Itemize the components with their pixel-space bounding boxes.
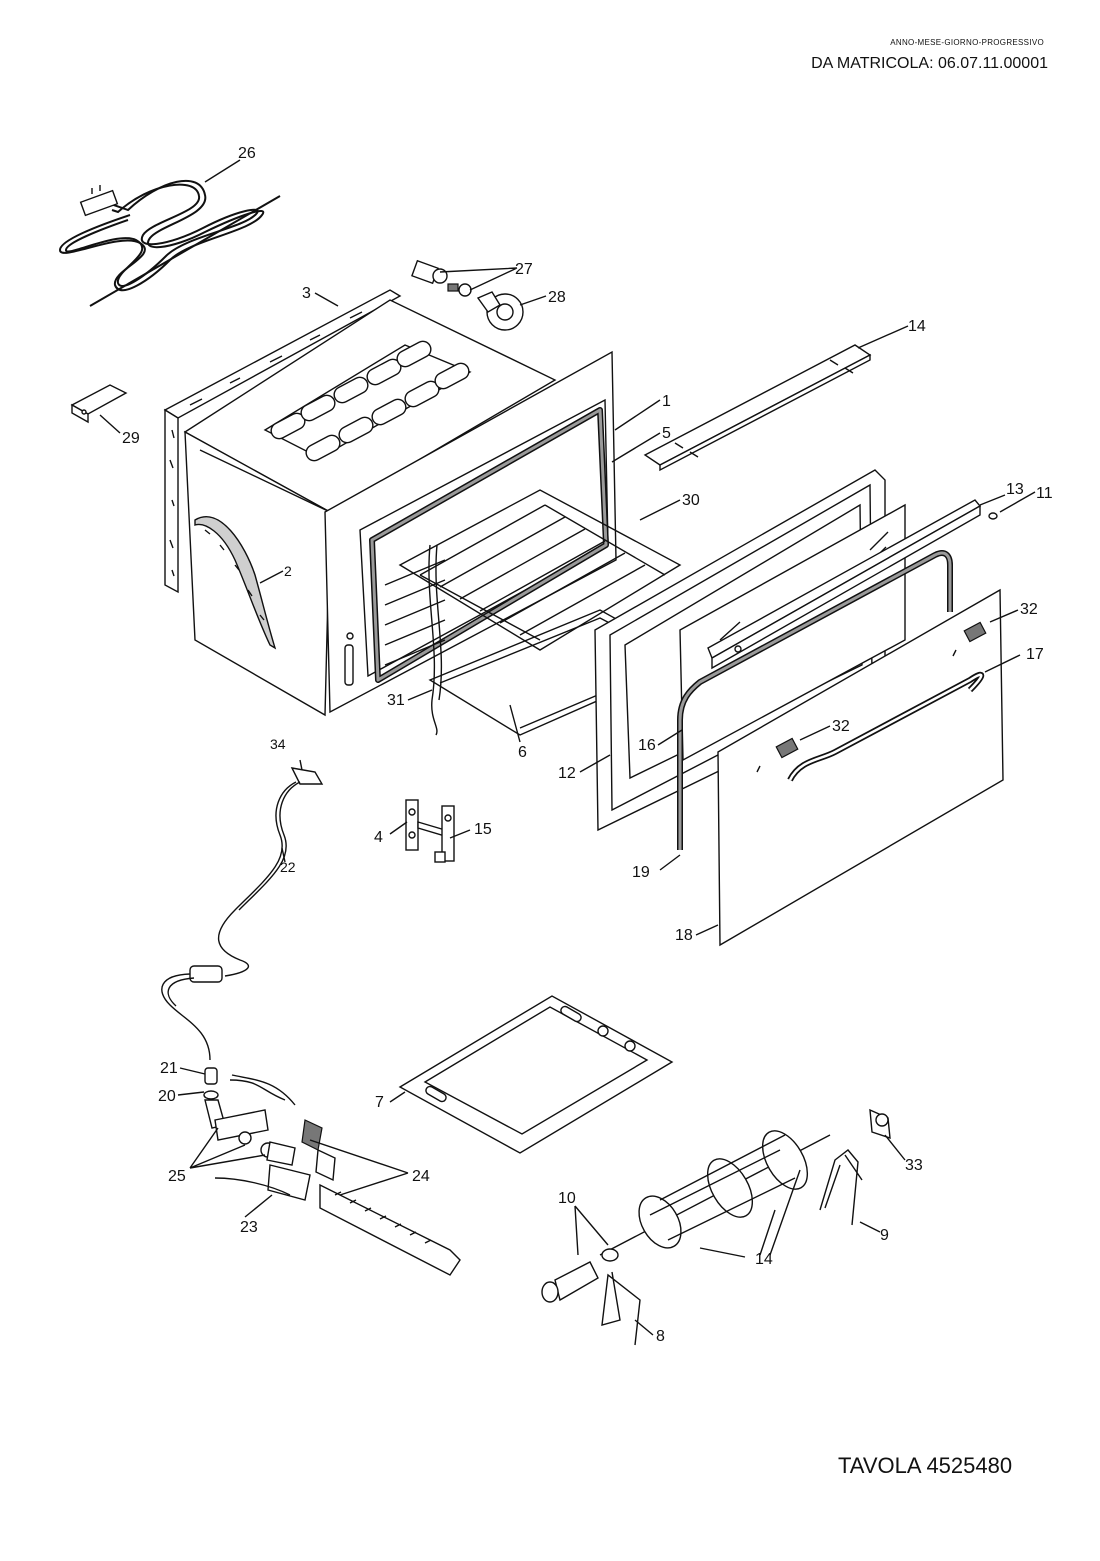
oven-lamp — [411, 259, 472, 297]
top-strip — [643, 344, 872, 472]
table-reference: TAVOLA 4525480 — [838, 1453, 1013, 1478]
callout-32-bottom: 32 — [832, 718, 850, 735]
callout-34: 34 — [270, 736, 286, 752]
callout-28: 28 — [548, 289, 566, 306]
door-hinge — [405, 799, 455, 863]
callout-6: 6 — [518, 744, 527, 761]
burner-assembly — [203, 1067, 461, 1276]
callout-26: 26 — [238, 145, 256, 162]
side-rack — [384, 544, 446, 736]
callout-20: 20 — [158, 1088, 176, 1105]
thermocouple-pipe — [161, 767, 324, 1061]
serial-format-note: ANNO-MESE-GIORNO-PROGRESSIVO — [890, 38, 1044, 47]
callout-10: 10 — [558, 1190, 576, 1207]
rear-insulation-panel — [163, 289, 402, 594]
callout-16: 16 — [638, 737, 656, 754]
door-handle — [787, 671, 985, 782]
callout-33: 33 — [905, 1157, 923, 1174]
callout-7: 7 — [375, 1094, 384, 1111]
callout-4: 4 — [374, 829, 383, 846]
callout-17: 17 — [1026, 646, 1044, 663]
callout-1: 1 — [662, 393, 671, 410]
callout-15: 15 — [474, 821, 492, 838]
wire-shelf — [398, 489, 682, 651]
callout-14-spit: 14 — [755, 1251, 773, 1268]
callout-2: 2 — [284, 563, 292, 579]
callout-14-strip: 14 — [908, 318, 926, 335]
front-frame — [324, 350, 617, 714]
callout-9: 9 — [880, 1227, 889, 1244]
outer-door-panel — [717, 588, 1004, 947]
callout-11: 11 — [1036, 485, 1053, 502]
callout-25: 25 — [168, 1168, 186, 1185]
side-insulation — [194, 516, 277, 650]
door-gasket — [677, 550, 953, 850]
rotisserie-spit — [541, 1108, 891, 1346]
lamp-cover — [476, 291, 524, 331]
callout-labels: 26 27 28 3 14 1 5 29 30 13 11 2 32 17 31… — [122, 145, 1053, 1345]
callout-19: 19 — [632, 864, 650, 881]
serial-from-label: DA MATRICOLA: 06.07.11.00001 — [811, 55, 1048, 72]
bulb-clip — [70, 384, 128, 424]
callout-30: 30 — [682, 492, 700, 509]
door-hinge-bar — [707, 499, 998, 670]
callout-8: 8 — [656, 1328, 665, 1345]
callout-23: 23 — [240, 1219, 258, 1236]
callout-5: 5 — [662, 425, 671, 442]
callout-3: 3 — [302, 285, 311, 302]
callout-18: 18 — [675, 927, 693, 944]
callout-29: 29 — [122, 430, 140, 447]
callout-24: 24 — [412, 1168, 430, 1185]
callout-32-top: 32 — [1020, 601, 1038, 618]
callout-22: 22 — [280, 859, 296, 875]
callout-27: 27 — [515, 261, 533, 278]
grill-heating-element — [58, 179, 281, 307]
callout-12: 12 — [558, 765, 576, 782]
callout-13: 13 — [1006, 481, 1024, 498]
baking-tray — [398, 995, 674, 1154]
callout-31: 31 — [387, 692, 405, 709]
leader-lines — [99, 159, 1036, 1336]
callout-21: 21 — [160, 1060, 178, 1077]
oven-cavity — [183, 299, 557, 717]
